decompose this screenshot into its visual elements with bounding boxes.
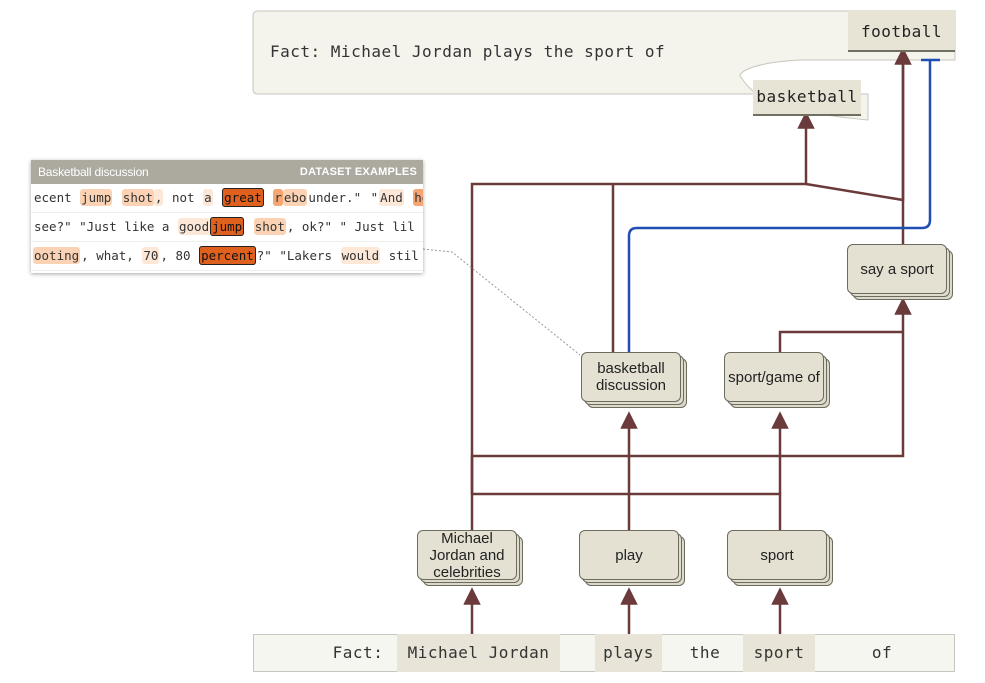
example-token [264, 189, 274, 206]
example-token: he [413, 189, 423, 206]
example-token: , ok?" " Just lil [286, 219, 415, 234]
example-token: jump [210, 217, 245, 236]
example-token: under." [308, 190, 362, 205]
node-say-a-sport[interactable]: say a sport [847, 244, 953, 300]
token-michael-jordan[interactable]: Michael Jordan [397, 634, 560, 672]
example-token: r [273, 189, 283, 206]
example-token: a [203, 189, 213, 206]
example-token: ebo [282, 189, 308, 206]
token-the: the [689, 643, 721, 662]
edge-say-sport-to-football-merge [805, 56, 905, 202]
example-token: good [178, 218, 211, 235]
node-label: Michael Jordan and celebrities [417, 530, 517, 581]
token-of: of [871, 643, 893, 662]
token-plays[interactable]: plays [595, 634, 662, 672]
node-label: play [579, 530, 679, 580]
example-token: not [164, 190, 203, 205]
node-label: say a sport [847, 244, 947, 294]
example-row: ooting, what, 70, 80 percent?" "Lakers w… [31, 242, 423, 271]
example-token: shot [253, 218, 286, 235]
example-token: 70 [142, 247, 160, 264]
edge-mj-to-basketball [470, 111, 815, 494]
example-token: ooting [33, 247, 81, 264]
example-token [112, 189, 122, 206]
example-token: And [379, 189, 404, 206]
edge-sportgame-to-say-sport [778, 330, 903, 352]
dataset-examples-panel: Basketball discussion DATASET EXAMPLES e… [31, 160, 423, 273]
top-prompt-text: Fact: Michael Jordan plays the sport of [270, 42, 666, 61]
node-label: sport/game of [724, 352, 824, 402]
node-basketball-discussion[interactable]: basketball discussion [581, 352, 687, 408]
example-token [404, 189, 414, 206]
panel-title: Basketball discussion [38, 165, 149, 179]
example-token: see?" "Just like a [34, 219, 177, 234]
node-label: basketball discussion [581, 352, 681, 402]
token-fact: Fact: [332, 643, 384, 662]
example-token: " [363, 190, 379, 205]
edge-bus-to-say-sport [470, 297, 912, 494]
example-token: would [340, 247, 381, 264]
example-token: stil [381, 248, 419, 263]
node-sport[interactable]: sport [727, 530, 833, 586]
edge-bus-lower [470, 492, 782, 530]
panel-tag: DATASET EXAMPLES [299, 166, 417, 178]
edge-inhibit-basketball-to-football [627, 60, 932, 352]
output-football[interactable]: football [848, 11, 955, 52]
node-label: sport [727, 530, 827, 580]
example-token: jump [80, 189, 113, 206]
output-basketball[interactable]: basketball [753, 80, 861, 116]
example-token: great [222, 188, 264, 207]
node-play[interactable]: play [579, 530, 685, 586]
example-token: , [153, 189, 164, 206]
panel-header: Basketball discussion DATASET EXAMPLES [31, 160, 423, 184]
panel-connector [422, 248, 581, 356]
example-token: , what, [81, 248, 142, 263]
example-token [213, 189, 223, 206]
node-michael-jordan[interactable]: Michael Jordan and celebrities [417, 530, 523, 586]
example-token: , 80 [160, 248, 199, 263]
example-token: shot [121, 189, 154, 206]
example-token: percent [199, 246, 256, 265]
token-sport[interactable]: sport [743, 634, 815, 672]
example-token [244, 218, 254, 235]
example-token: ecent [34, 190, 80, 205]
example-token: ?" "Lakers [256, 248, 340, 263]
node-sport-game-of[interactable]: sport/game of [724, 352, 830, 408]
